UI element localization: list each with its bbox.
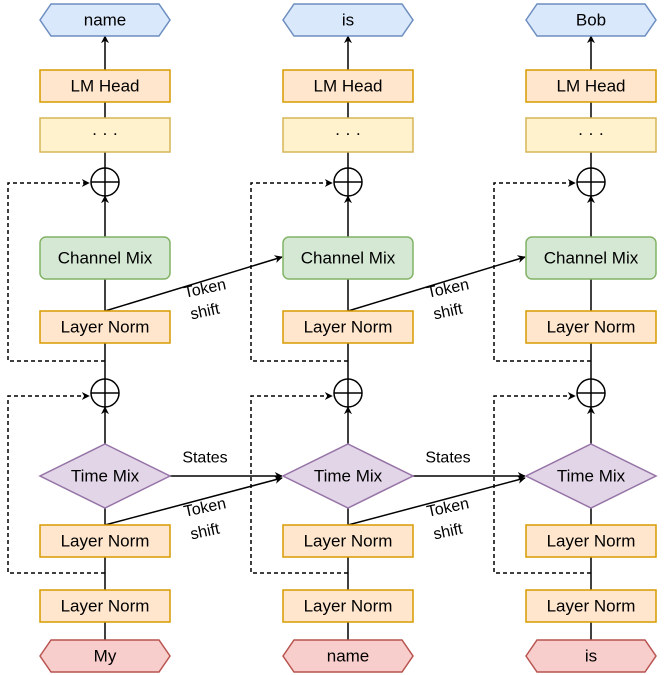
output-token-label: Bob bbox=[576, 11, 606, 30]
states-label: States bbox=[182, 450, 227, 467]
layer-norm-upper-box bbox=[282, 310, 414, 344]
output-token bbox=[39, 3, 171, 37]
input-token-label: My bbox=[94, 647, 117, 666]
layer-norm-lower-box bbox=[282, 589, 414, 623]
layer-norm-upper-box bbox=[39, 310, 171, 344]
layer-norm-lower-label: Layer Norm bbox=[61, 597, 150, 616]
add-node-lower bbox=[333, 378, 363, 408]
add-node-upper bbox=[333, 167, 363, 197]
annotation-layer: StatesTokenshiftTokenshiftStatesTokenshi… bbox=[182, 276, 470, 543]
ellipsis-box bbox=[39, 117, 171, 153]
lm-head-label: LM Head bbox=[314, 77, 383, 96]
lm-head-box bbox=[39, 69, 171, 103]
input-token bbox=[39, 639, 171, 673]
layer-norm-lower-label: Layer Norm bbox=[547, 597, 636, 616]
time-mix-label: Time Mix bbox=[314, 467, 383, 486]
residual-skip-upper bbox=[7, 179, 105, 362]
layer-norm-lower-box bbox=[525, 589, 657, 623]
residual-skip-lower bbox=[493, 392, 591, 574]
token-shift-upper-label-line2: shift bbox=[432, 301, 465, 324]
token-shift-lower-label-line2: shift bbox=[432, 521, 465, 544]
channel-mix-label: Channel Mix bbox=[58, 249, 153, 268]
residual-skip-upper bbox=[493, 179, 591, 362]
token-shift-lower-label-line2: shift bbox=[189, 521, 222, 544]
ellipsis-label: · · · bbox=[578, 124, 604, 143]
add-node-upper bbox=[90, 167, 120, 197]
token-shift-arrow-upper bbox=[347, 255, 526, 312]
layer-norm-lower-label: Layer Norm bbox=[304, 597, 393, 616]
output-token-label: name bbox=[84, 11, 127, 30]
lm-head-label: LM Head bbox=[71, 77, 140, 96]
output-token-label: is bbox=[342, 11, 354, 30]
token-shift-lower-label-line1: Token bbox=[425, 495, 470, 521]
input-token bbox=[282, 639, 414, 673]
connection-layer bbox=[7, 35, 595, 640]
input-token bbox=[525, 639, 657, 673]
residual-skip-upper bbox=[250, 179, 348, 362]
token-shift-lower-label-line1: Token bbox=[182, 495, 227, 521]
add-node-lower bbox=[576, 378, 606, 408]
states-label: States bbox=[425, 450, 470, 467]
add-node-lower bbox=[90, 378, 120, 408]
input-token-label: name bbox=[327, 647, 370, 666]
token-shift-arrow-lower bbox=[104, 475, 283, 526]
lm-head-label: LM Head bbox=[557, 77, 626, 96]
time-mix-diamond bbox=[281, 443, 415, 509]
layer-norm-upper-box bbox=[525, 310, 657, 344]
channel-mix-box bbox=[39, 236, 171, 280]
channel-mix-box bbox=[282, 236, 414, 280]
layer-norm-upper-label: Layer Norm bbox=[61, 318, 150, 337]
token-shift-arrow-lower bbox=[347, 475, 526, 526]
output-token bbox=[525, 3, 657, 37]
token-shift-arrow-upper bbox=[104, 255, 283, 312]
add-node-upper bbox=[576, 167, 606, 197]
layer-norm-middle-label: Layer Norm bbox=[547, 532, 636, 551]
layer-norm-middle-label: Layer Norm bbox=[61, 532, 150, 551]
ellipsis-label: · · · bbox=[335, 124, 361, 143]
input-token-label: is bbox=[585, 647, 597, 666]
token-shift-upper-label-line1: Token bbox=[425, 276, 470, 302]
layer-norm-middle-box bbox=[39, 524, 171, 558]
token-shift-upper-label-line2: shift bbox=[189, 301, 222, 324]
layer-norm-middle-box bbox=[282, 524, 414, 558]
layer-norm-middle-label: Layer Norm bbox=[304, 532, 393, 551]
output-token bbox=[282, 3, 414, 37]
layer-norm-upper-label: Layer Norm bbox=[547, 318, 636, 337]
ellipsis-box bbox=[282, 117, 414, 153]
residual-skip-lower bbox=[250, 392, 348, 574]
layer-norm-lower-box bbox=[39, 589, 171, 623]
time-mix-label: Time Mix bbox=[71, 467, 140, 486]
layer-norm-middle-box bbox=[525, 524, 657, 558]
channel-mix-label: Channel Mix bbox=[544, 249, 639, 268]
lm-head-box bbox=[525, 69, 657, 103]
ellipsis-label: · · · bbox=[92, 124, 118, 143]
token-shift-upper-label-line1: Token bbox=[182, 276, 227, 302]
time-mix-diamond bbox=[38, 443, 172, 509]
residual-skip-lower bbox=[7, 392, 105, 574]
lm-head-box bbox=[282, 69, 414, 103]
channel-mix-box bbox=[525, 236, 657, 280]
channel-mix-label: Channel Mix bbox=[301, 249, 396, 268]
time-mix-diamond bbox=[524, 443, 658, 509]
ellipsis-box bbox=[525, 117, 657, 153]
time-mix-label: Time Mix bbox=[557, 467, 626, 486]
layer-norm-upper-label: Layer Norm bbox=[304, 318, 393, 337]
